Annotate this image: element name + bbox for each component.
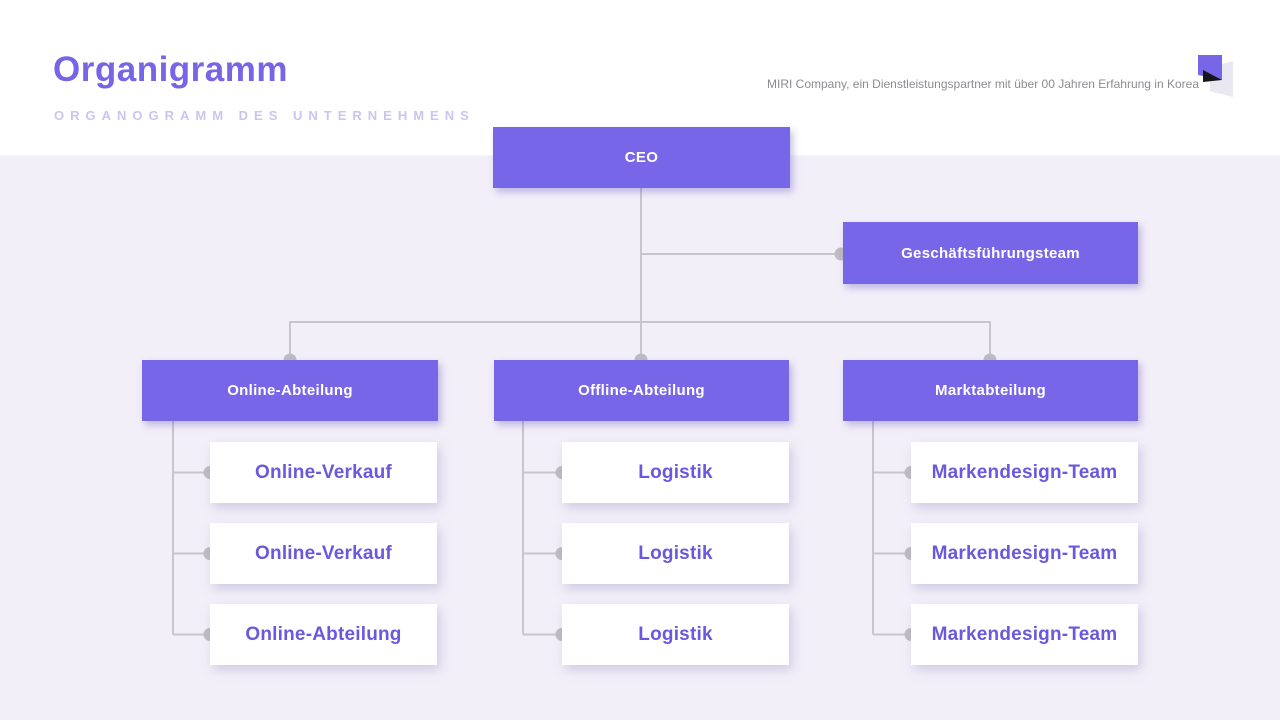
- org-node-child: Logistik: [562, 442, 789, 503]
- org-node-ceo: CEO: [493, 127, 790, 188]
- page-subtitle: ORGANOGRAMM DES UNTERNEHMENS: [54, 108, 475, 123]
- org-node-online-department: Online-Abteilung: [142, 360, 438, 421]
- org-node-child: Online-Verkauf: [210, 442, 437, 503]
- org-node-child: Logistik: [562, 604, 789, 665]
- page-title: Organigramm: [53, 50, 288, 89]
- company-note: MIRI Company, ein Dienstleistungspartner…: [767, 77, 1199, 91]
- org-node-offline-department: Offline-Abteilung: [494, 360, 789, 421]
- org-node-child: Online-Abteilung: [210, 604, 437, 665]
- company-logo-icon: [1198, 55, 1233, 97]
- org-node-management-team: Geschäftsführungsteam: [843, 222, 1138, 284]
- org-node-child: Markendesign-Team: [911, 523, 1138, 584]
- org-node-market-department: Marktabteilung: [843, 360, 1138, 421]
- org-node-child: Logistik: [562, 523, 789, 584]
- org-node-child: Markendesign-Team: [911, 442, 1138, 503]
- org-node-child: Markendesign-Team: [911, 604, 1138, 665]
- org-node-child: Online-Verkauf: [210, 523, 437, 584]
